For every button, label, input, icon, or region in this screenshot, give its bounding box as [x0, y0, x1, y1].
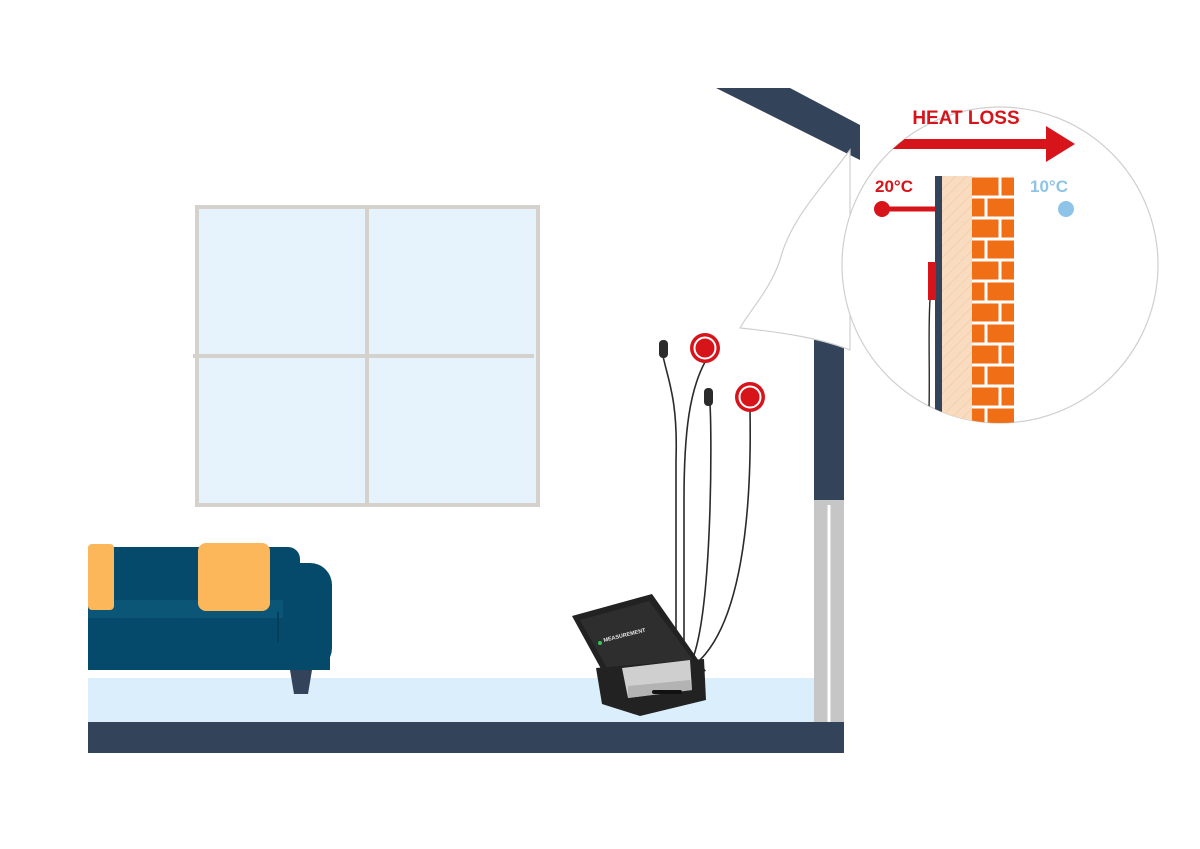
- measurement-case: MEASUREMENT: [572, 594, 706, 716]
- sofa: [88, 543, 332, 694]
- outside-temperature-label: 10°C: [1030, 177, 1068, 196]
- wall-cross-section: [928, 174, 1014, 423]
- magnifier-bubble: HEAT LOSS 20°C 10°C: [739, 106, 1159, 424]
- cushion-right: [198, 543, 270, 611]
- room: MEASUREMENT: [88, 88, 860, 753]
- heat-flux-sensor-icon: [690, 333, 765, 412]
- thermometer-icon: [874, 201, 1074, 217]
- roof: [716, 88, 860, 160]
- brick-layer: [972, 176, 1014, 423]
- floor-slab: [88, 722, 844, 753]
- temperature-probe-icon: [659, 340, 713, 406]
- window: [193, 205, 540, 507]
- heat-loss-label: HEAT LOSS: [912, 108, 1019, 129]
- sensor-cables: [662, 355, 752, 661]
- exterior-wall-upper: [814, 330, 844, 500]
- inside-temperature-label: 20°C: [875, 177, 913, 196]
- arrow-right-icon: [875, 126, 1075, 162]
- cushion-left: [88, 544, 114, 610]
- interior-heat-flux-plate: [928, 262, 936, 300]
